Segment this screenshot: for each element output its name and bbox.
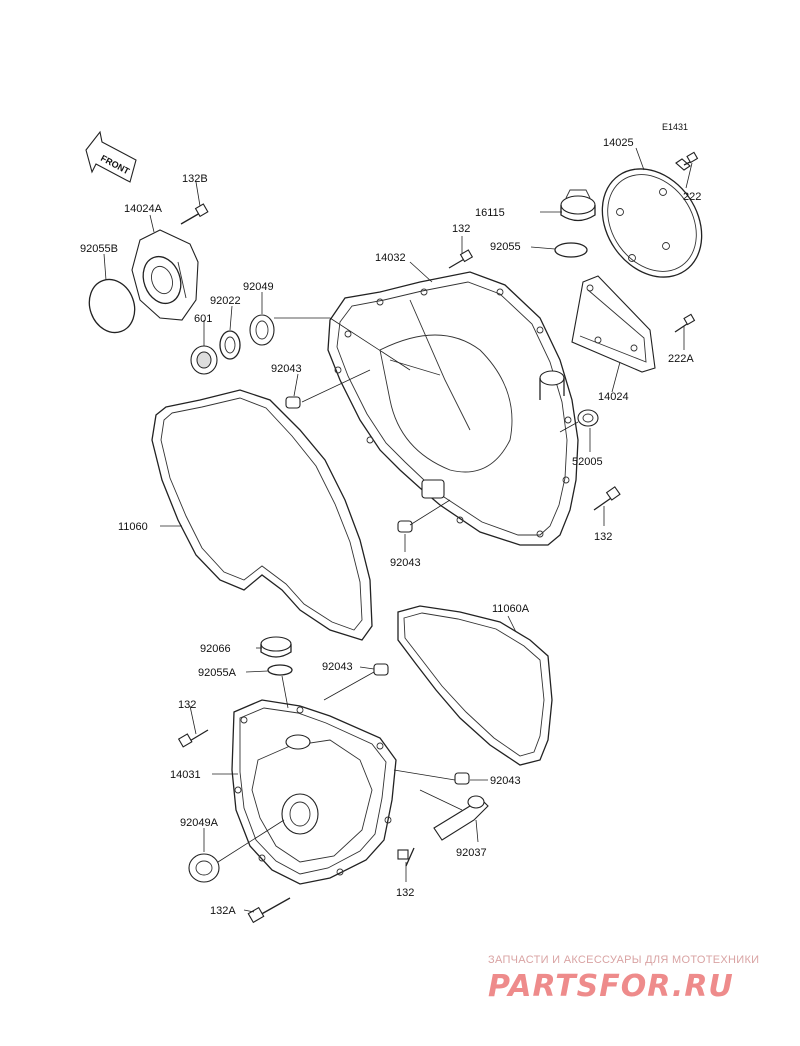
part-16115-cap [560,189,596,222]
gasket-11060A [397,605,553,766]
gasket-11060 [151,389,373,641]
part-14032-clutch-cover [327,271,579,546]
watermark-caption: ЗАПЧАСТИ И АКСЕССУАРЫ ДЛЯ МОТОТЕХНИКИ [488,954,759,966]
clamp-92037 [433,795,489,841]
label-92043-b: 92043 [390,557,421,569]
label-92055A: 92055A [198,667,237,679]
oring-92055A [267,664,293,676]
label-92055: 92055 [490,241,521,253]
label-92043-d: 92043 [490,775,521,787]
label-92037: 92037 [456,847,487,859]
label-14025: 14025 [603,137,634,149]
dowel-92043-a [285,396,301,409]
label-14031: 14031 [170,769,201,781]
label-14024: 14024 [598,391,629,403]
label-222: 222 [683,191,701,203]
screw-222A [674,313,696,333]
label-11060A: 11060A [492,603,530,615]
label-92049A: 92049A [180,817,219,829]
label-92055B: 92055B [80,243,118,255]
label-132-top: 132 [452,223,470,235]
bolt-132-mid [593,486,621,511]
oring-92055 [554,242,588,258]
label-132A: 132A [210,905,236,917]
bolt-132B [180,203,209,225]
part-14024-cover [571,275,656,373]
bearing-601 [190,345,218,375]
seal-92049A [188,853,220,883]
label-132-bottom: 132 [396,887,414,899]
front-arrow-icon: FRONT [85,130,137,183]
part-14024A-cap [131,229,199,321]
bolt-132-left [177,729,209,748]
label-92043-a: 92043 [271,363,302,375]
label-14032: 14032 [375,252,406,264]
oring-92055B [88,278,136,334]
label-92043-c: 92043 [322,661,353,673]
label-222A: 222A [668,353,694,365]
dowel-92043-b [397,520,413,533]
label-601: 601 [194,313,212,325]
label-92022: 92022 [210,295,241,307]
dowel-92043-d [454,772,470,785]
watermark-brand: PARTSFOR.RU [488,969,734,1004]
label-11060: 11060 [118,521,148,533]
part-14031-cover [231,699,397,885]
bolt-132-top [448,249,474,269]
label-132B: 132B [182,173,208,185]
label-92049: 92049 [243,281,274,293]
label-14024A: 14024A [124,203,163,215]
label-132-left: 132 [178,699,196,711]
plug-92066 [260,636,292,658]
screw-222 [675,151,699,171]
bolt-132A [247,897,291,924]
label-52005: 52005 [572,456,603,468]
dowel-92043-c [373,663,389,676]
bolt-132-bottom [397,847,415,867]
part-14025-cover [601,168,703,278]
diagram-code: E1431 [662,122,688,132]
label-132-mid: 132 [594,531,612,543]
seal-92049 [249,314,275,346]
seal-52005 [577,409,599,427]
label-16115: 16115 [475,207,505,219]
washer-92022 [219,330,241,360]
label-92066: 92066 [200,643,231,655]
